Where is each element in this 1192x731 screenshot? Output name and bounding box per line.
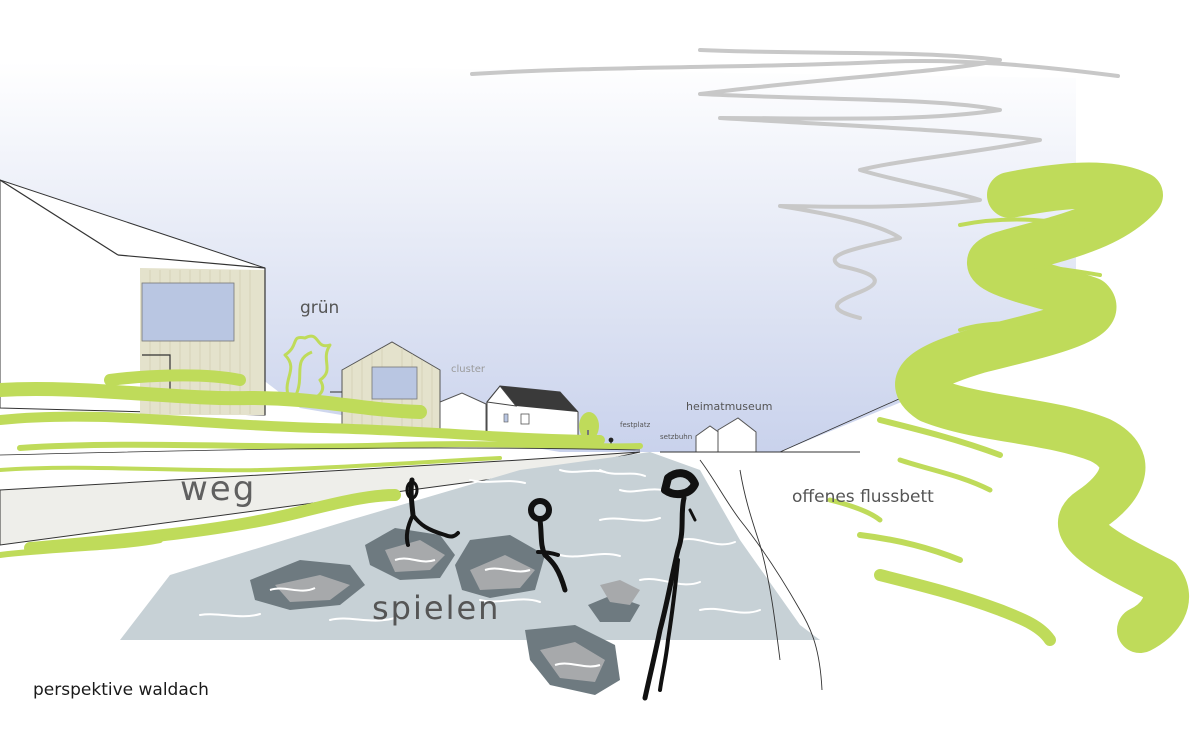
label-spielen: spielen: [372, 589, 501, 627]
rock-6: [525, 625, 620, 695]
figure-center: [528, 498, 568, 593]
building-cluster: [439, 392, 487, 433]
label-gruen: grün: [300, 298, 340, 318]
label-weg: weg: [180, 469, 257, 509]
label-offenes-flussbett: offenes flussbett: [792, 487, 934, 507]
label-setzbuhn: setzbuhn: [660, 433, 693, 441]
sky-scribble: [470, 48, 1120, 320]
path-border-green: [0, 489, 401, 558]
figure-right: [642, 469, 699, 701]
title-perspektive-waldach: perspektive waldach: [33, 680, 209, 700]
figure-left: [404, 477, 460, 547]
rock-2: [365, 528, 455, 580]
rocks: [250, 528, 640, 695]
sky: [0, 62, 1076, 452]
building-dark-roof: [486, 385, 579, 441]
label-cluster: cluster: [451, 364, 486, 375]
building-heimatmuseum: [695, 417, 757, 453]
label-festplatz: festplatz: [620, 421, 651, 429]
figures-sketch: [404, 469, 699, 701]
rock-5: [600, 580, 640, 605]
green-scribble-right: [827, 162, 1189, 653]
tree-sketch: [283, 334, 332, 407]
rock-3: [455, 535, 545, 598]
label-heimatmuseum: heimatmuseum: [686, 400, 773, 413]
meadow-strokes: [0, 369, 643, 473]
river-bank-right: [660, 451, 860, 691]
